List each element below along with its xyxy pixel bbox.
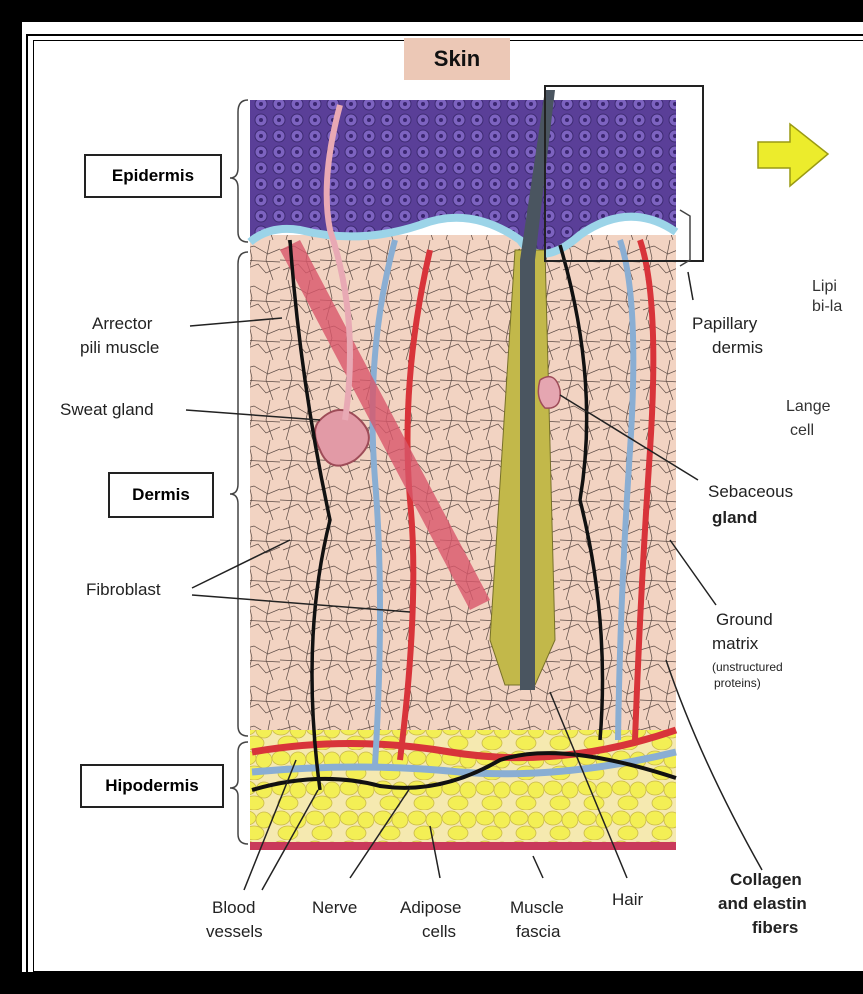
label-muscle-1: Muscle bbox=[510, 898, 564, 918]
label-adipose-1: Adipose bbox=[400, 898, 461, 918]
label-lipid-2: bi-la bbox=[812, 298, 863, 316]
leader-muscle bbox=[533, 856, 543, 878]
label-ground-3: (unstructured bbox=[712, 660, 783, 674]
label-ground-1: Ground bbox=[716, 610, 773, 630]
label-arrector-1: Arrector bbox=[92, 314, 152, 334]
zoom-arrow-icon bbox=[758, 124, 828, 186]
label-langer-2: cell bbox=[790, 422, 863, 440]
leader-papillary bbox=[688, 272, 693, 300]
brace-hipodermis bbox=[230, 742, 248, 844]
label-collagen-2: and elastin bbox=[718, 894, 807, 914]
label-fibroblast: Fibroblast bbox=[86, 580, 161, 600]
label-hair: Hair bbox=[612, 890, 643, 910]
label-arrector-2: pili muscle bbox=[80, 338, 159, 358]
label-sebaceous-1: Sebaceous bbox=[708, 482, 793, 502]
label-nerve: Nerve bbox=[312, 898, 357, 918]
label-papillary-2: dermis bbox=[712, 338, 763, 358]
layer-epidermis-box: Epidermis bbox=[84, 154, 222, 198]
diagram-title: Skin bbox=[404, 38, 510, 80]
brace-dermis bbox=[230, 252, 248, 736]
label-muscle-2: fascia bbox=[516, 922, 560, 942]
label-papillary-1: Papillary bbox=[692, 314, 757, 334]
label-collagen-3: fibers bbox=[752, 918, 798, 938]
layer-dermis-box: Dermis bbox=[108, 472, 214, 518]
label-sebaceous-2: gland bbox=[712, 508, 757, 528]
label-blood-1: Blood bbox=[212, 898, 255, 918]
layer-hipodermis-box: Hipodermis bbox=[80, 764, 224, 808]
brace-papillary bbox=[680, 210, 690, 266]
label-adipose-2: cells bbox=[422, 922, 456, 942]
leader-collagen bbox=[666, 660, 762, 870]
sebaceous-gland bbox=[538, 377, 560, 409]
leader-ground bbox=[670, 540, 716, 605]
label-lipid-1: Lipi bbox=[812, 278, 863, 296]
label-langer-1: Lange bbox=[786, 398, 863, 416]
label-ground-2: matrix bbox=[712, 634, 758, 654]
label-collagen-1: Collagen bbox=[730, 870, 802, 890]
label-sweat-gland: Sweat gland bbox=[60, 400, 154, 420]
label-blood-2: vessels bbox=[206, 922, 263, 942]
label-ground-4: proteins) bbox=[714, 676, 761, 690]
brace-epidermis bbox=[230, 100, 248, 242]
